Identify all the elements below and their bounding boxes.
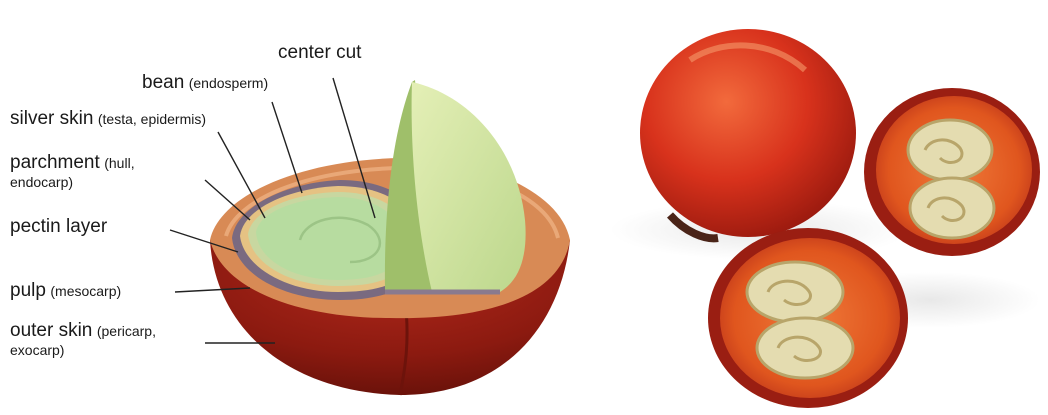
whole-cherry — [640, 29, 856, 237]
bean-upper-a — [908, 120, 992, 180]
label-silver-skin: silver skin (testa, epidermis) — [10, 108, 206, 130]
label-outer-skin: outer skin (pericarp, exocarp) — [10, 320, 156, 358]
label-pectin-layer: pectin layer — [10, 216, 107, 238]
label-center-cut: center cut — [278, 42, 361, 64]
label-pulp: pulp (mesocarp) — [10, 280, 121, 302]
label-parchment: parchment (hull, endocarp) — [10, 152, 135, 190]
bean-lower-a — [747, 262, 843, 322]
label-bean: bean (endosperm) — [142, 72, 268, 94]
center-cut-face — [412, 82, 526, 292]
bean-upper-b — [910, 178, 994, 238]
bean-lower-b — [757, 318, 853, 378]
coffee-cherries-photo — [600, 0, 1048, 415]
